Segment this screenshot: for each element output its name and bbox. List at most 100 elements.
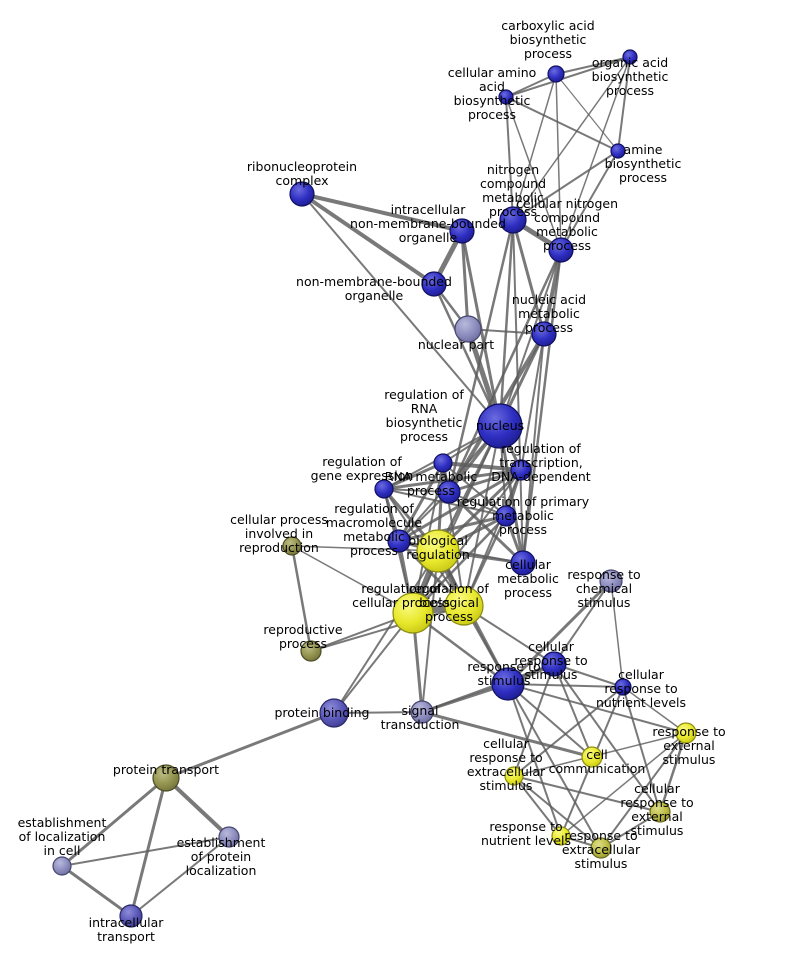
edge-cell_resp_nutrient--cell_resp_extracell — [513, 686, 624, 777]
edge-cellular_nitrogen--nucleus — [499, 249, 562, 427]
node-nitrogen[interactable] — [499, 206, 527, 234]
node-response_stimulus[interactable] — [491, 667, 525, 701]
edge-cell_resp_nutrient--cell_resp_external — [622, 686, 661, 813]
edge-cellular_amino--amine — [505, 96, 619, 152]
node-est_protein_loc[interactable] — [218, 826, 240, 848]
node-cell_resp_extracell[interactable] — [504, 766, 524, 786]
edge-cell_resp_extracell--cell_resp_external — [513, 775, 661, 813]
node-intracellular_transport[interactable] — [119, 904, 143, 928]
node-est_loc_in_cell[interactable] — [52, 856, 72, 876]
node-resp_extracellular[interactable] — [590, 837, 612, 859]
node-cell_proc_reproduction[interactable] — [282, 536, 302, 556]
node-response_external[interactable] — [675, 722, 697, 744]
edge-cell_proc_reproduction--reproductive_process — [290, 544, 313, 653]
node-reg_primary[interactable] — [495, 505, 517, 527]
edge-cellular_resp_stim--cell_communication — [553, 663, 593, 758]
edge-biological_regulation--signal_transduction — [421, 550, 439, 713]
edge-reg_macro--reg_primary — [397, 514, 508, 543]
node-amine[interactable] — [610, 143, 626, 159]
edge-carboxylic--organic — [555, 56, 631, 75]
edge-reg_transcription--reg_gene — [382, 468, 523, 491]
edge-nucleic_acid--cellular_metabolic — [522, 333, 545, 564]
node-resp_nutrient_levels[interactable] — [551, 826, 571, 846]
edge-response_chemical--response_stimulus — [506, 579, 613, 686]
edge-organic--cellular_amino — [505, 56, 631, 98]
node-cellular_amino[interactable] — [498, 89, 514, 105]
edge-protein_binding--biological_regulation — [333, 550, 439, 714]
node-reg_rna[interactable] — [433, 453, 453, 473]
edge-response_external--resp_extracellular — [600, 732, 687, 849]
edge-carboxylic--nitrogen — [512, 73, 557, 221]
node-cellular_nitrogen[interactable] — [548, 237, 574, 263]
node-response_chemical[interactable] — [599, 569, 623, 593]
edge-reg_rna--reg_macro — [397, 461, 445, 543]
node-rna_metabolic[interactable] — [437, 480, 461, 504]
node-reg_cellular[interactable] — [392, 592, 434, 634]
node-protein_transport[interactable] — [152, 764, 180, 792]
edge-est_protein_loc--intracellular_transport — [130, 836, 230, 917]
node-nucleus[interactable] — [477, 403, 523, 449]
edge-cellular_nitrogen--cellular_metabolic — [521, 248, 563, 565]
edge-response_stimulus--cell_resp_nutrient — [507, 683, 624, 688]
edges-layer — [60, 56, 688, 918]
edge-reg_transcription--rna_metabolic — [447, 468, 523, 494]
edge-est_loc_in_cell--intracellular_transport — [60, 864, 133, 918]
node-cell_communication[interactable] — [581, 746, 603, 768]
node-ribo[interactable] — [289, 181, 315, 207]
node-cell_resp_external[interactable] — [649, 801, 671, 823]
edge-reg_primary--reg_cellular — [411, 514, 508, 615]
node-nuclear_part[interactable] — [454, 315, 482, 343]
edge-response_chemical--cellular_resp_stim — [553, 580, 612, 665]
node-biological_regulation[interactable] — [416, 529, 460, 573]
edge-cellular_amino--nitrogen — [505, 96, 514, 221]
node-carboxylic[interactable] — [547, 65, 565, 83]
edge-carboxylic--cellular_amino — [505, 73, 557, 98]
edge-ribo--nmb — [300, 192, 436, 286]
node-reg_biological[interactable] — [444, 586, 484, 626]
edge-nitrogen--rna_metabolic — [447, 218, 515, 494]
edge-cellular_nitrogen--rna_metabolic — [447, 248, 563, 494]
edge-cell_communication--signal_transduction — [420, 710, 594, 759]
node-reg_transcription[interactable] — [510, 459, 532, 481]
edge-response_stimulus--cell_communication — [507, 683, 593, 758]
edge-nmb--nucleus — [432, 282, 502, 428]
edge-ribo--intra_nmb — [300, 192, 464, 233]
node-intra_nmb[interactable] — [449, 218, 475, 244]
edge-reg_rna--reg_transcription — [441, 461, 523, 472]
edge-protein_transport--intracellular_transport — [129, 776, 168, 918]
node-reg_macro[interactable] — [387, 529, 411, 553]
node-reproductive_process[interactable] — [300, 640, 322, 662]
edge-cellular_amino--cellular_nitrogen — [505, 96, 562, 251]
edge-organic--nitrogen — [512, 56, 631, 221]
edge-cell_resp_extracell--resp_nutrient_levels — [513, 775, 562, 837]
node-protein_binding[interactable] — [319, 698, 349, 728]
edge-cell_resp_nutrient--response_external — [622, 686, 687, 734]
edge-reg_rna--reg_primary — [442, 462, 507, 517]
node-reg_gene[interactable] — [374, 479, 394, 499]
node-cellular_metabolic[interactable] — [510, 550, 536, 576]
node-nucleic_acid[interactable] — [531, 321, 557, 347]
edge-cellular_resp_stim--cell_resp_external — [553, 663, 661, 813]
node-cell_resp_nutrient[interactable] — [614, 678, 632, 696]
node-cellular_resp_stim[interactable] — [541, 651, 567, 677]
edge-amine--nitrogen — [512, 150, 619, 221]
node-organic[interactable] — [622, 49, 638, 65]
edge-ribo--nucleus — [301, 193, 501, 427]
edge-nitrogen--nucleus — [498, 218, 515, 428]
edge-intra_nmb--nuclear_part — [460, 229, 470, 331]
edge-cell_proc_reproduction--biological_regulation — [291, 545, 439, 552]
edge-organic--amine — [617, 56, 631, 152]
edge-protein_transport--est_protein_loc — [164, 776, 231, 839]
node-nmb[interactable] — [421, 271, 447, 297]
node-signal_transduction[interactable] — [410, 700, 434, 724]
edge-response_external--resp_nutrient_levels — [560, 732, 687, 837]
edge-cellular_resp_stim--cell_resp_extracell — [513, 663, 555, 777]
